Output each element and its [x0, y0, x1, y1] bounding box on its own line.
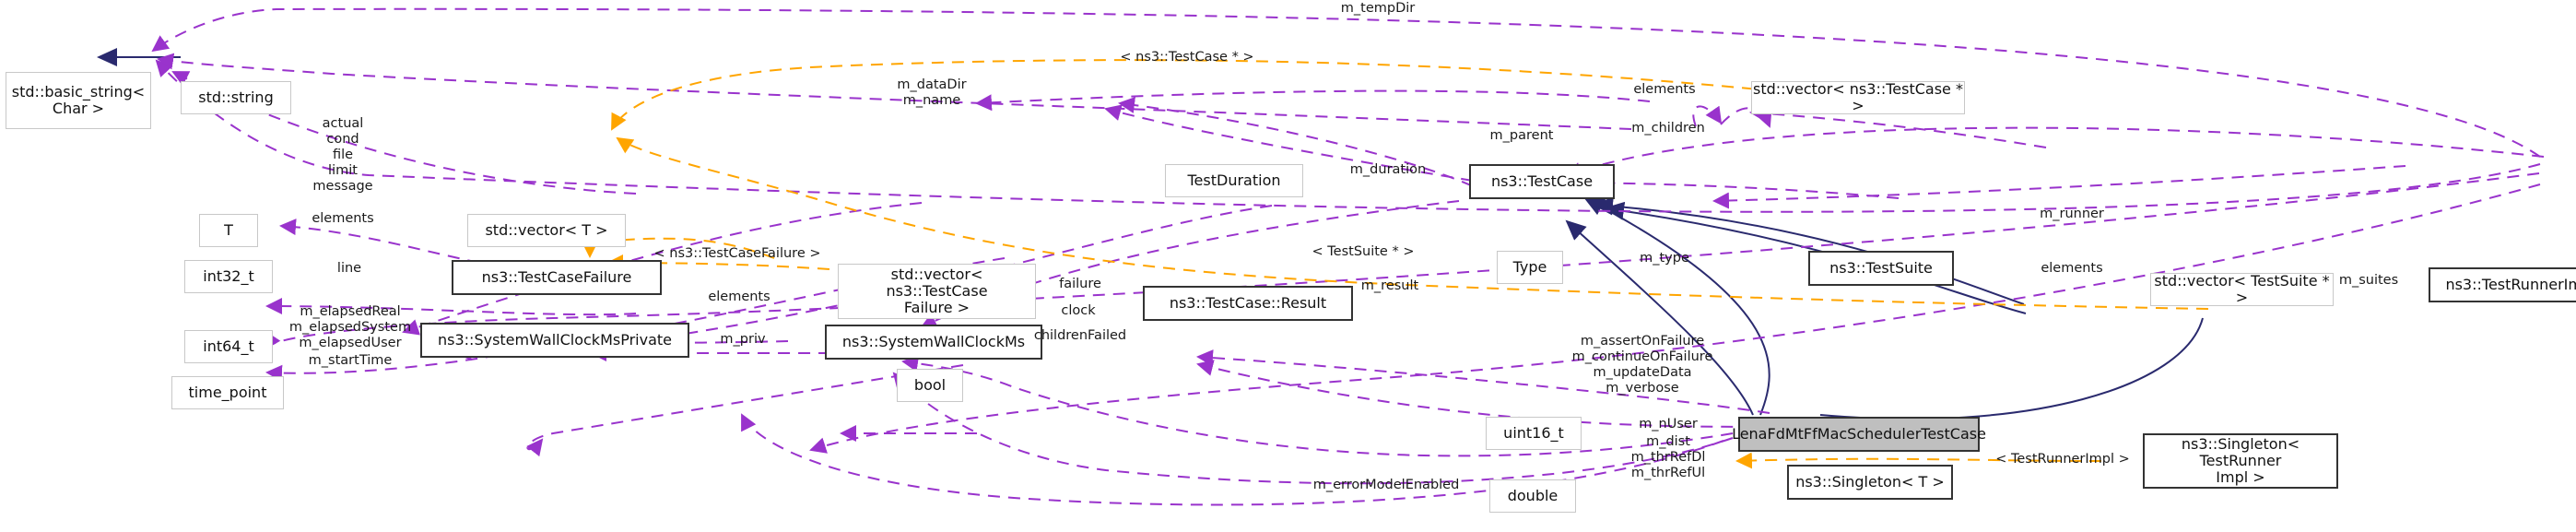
node-basic-string[interactable]: std::basic_string< Char >	[6, 72, 151, 129]
node-vector-testcasefailure[interactable]: std::vector< ns3::TestCase Failure >	[838, 264, 1036, 319]
node-T[interactable]: T	[199, 214, 258, 247]
edge-label-elements-t: elements	[312, 211, 374, 226]
edge-label-m-duration: m_duration	[1349, 162, 1427, 177]
node-ns3-systemwallclockms[interactable]: ns3::SystemWallClockMs	[825, 325, 1042, 360]
node-lenafdmtffmacschedulertestcase[interactable]: LenaFdMtFfMacSchedulerTestCase	[1732, 417, 1986, 452]
edge-label-m-errormodelenabled: m_errorModelEnabled	[1312, 478, 1460, 492]
edge-label-m-nuser: m_nUser	[1639, 417, 1698, 432]
edge-label-template-testrunnerimpl: < TestRunnerImpl >	[1995, 452, 2130, 467]
node-double[interactable]: double	[1489, 479, 1576, 513]
edge-label-m-datadir-m-name: m_dataDir m_name	[897, 77, 967, 109]
node-ns3-singleton-testrunnerimpl[interactable]: ns3::Singleton< TestRunner Impl >	[2143, 433, 2338, 489]
node-ns3-systemwallclockmsprivate[interactable]: ns3::SystemWallClockMsPrivate	[420, 323, 689, 358]
node-time-point[interactable]: time_point	[171, 376, 284, 409]
edge-label-m-type: m_type	[1640, 251, 1689, 266]
node-testduration[interactable]: TestDuration	[1165, 164, 1303, 197]
node-std-string[interactable]: std::string	[181, 81, 291, 114]
node-int32-t[interactable]: int32_t	[184, 260, 273, 293]
node-ns3-testsuite[interactable]: ns3::TestSuite	[1808, 251, 1954, 286]
edge-label-childrenfailed: childrenFailed	[1033, 328, 1127, 343]
usage-edges	[151, 7, 2545, 506]
template-instance-edges	[582, 59, 2209, 469]
edge-label-clock: clock	[1061, 303, 1096, 318]
node-int64-t[interactable]: int64_t	[184, 330, 273, 363]
node-vector-testsuite-ptr[interactable]: std::vector< TestSuite * >	[2150, 273, 2334, 306]
edge-label-actual-cond-file-limit-message: actual cond file limit message	[312, 116, 373, 195]
edge-label-m-priv: m_priv	[720, 332, 766, 347]
edge-label-template-testcase-ptr: < ns3::TestCase * >	[1120, 50, 1254, 65]
edge-label-m-children: m_children	[1631, 121, 1705, 136]
edge-label-m-tempdir: m_tempDir	[1340, 1, 1416, 16]
edge-label-line: line	[336, 261, 362, 276]
edge-label-m-starttime: m_startTime	[308, 353, 393, 368]
node-vector-t[interactable]: std::vector< T >	[467, 214, 626, 247]
edge-label-assert-flags: m_assertOnFailure m_continueOnFailure m_…	[1571, 334, 1713, 396]
node-ns3-singleton-t[interactable]: ns3::Singleton< T >	[1787, 465, 1953, 500]
edge-label-failure: failure	[1059, 277, 1101, 291]
edge-label-m-result: m_result	[1360, 278, 1419, 293]
edge-label-m-suites: m_suites	[2338, 273, 2399, 288]
node-ns3-testrunnerimpl[interactable]: ns3::TestRunnerImpl	[2429, 267, 2576, 302]
node-ns3-testcasefailure[interactable]: ns3::TestCaseFailure	[452, 260, 662, 295]
edge-label-m-dist-thrref: m_dist m_thrRefDl m_thrRefUl	[1630, 434, 1706, 481]
node-bool[interactable]: bool	[897, 369, 963, 402]
edge-label-elements-testcasefailure: elements	[708, 290, 770, 304]
node-uint16-t[interactable]: uint16_t	[1486, 417, 1582, 450]
edge-label-template-testsuite-ptr: < TestSuite * >	[1312, 244, 1415, 259]
edge-label-m-parent: m_parent	[1489, 128, 1554, 143]
edge-label-template-testcasefailure: < ns3::TestCaseFailure >	[653, 246, 821, 261]
node-vector-testcase-ptr[interactable]: std::vector< ns3::TestCase * >	[1751, 81, 1965, 114]
node-ns3-testcase-result[interactable]: ns3::TestCase::Result	[1143, 286, 1353, 321]
node-ns3-testcase[interactable]: ns3::TestCase	[1469, 164, 1615, 199]
edge-label-elements-testsuite: elements	[2041, 261, 2103, 276]
edge-label-elements-testcase: elements	[1633, 82, 1696, 97]
node-type[interactable]: Type	[1497, 251, 1563, 284]
edge-label-elapsed-times: m_elapsedReal m_elapsedSystem m_elapsedU…	[288, 304, 412, 351]
edge-label-m-runner: m_runner	[2040, 207, 2104, 221]
